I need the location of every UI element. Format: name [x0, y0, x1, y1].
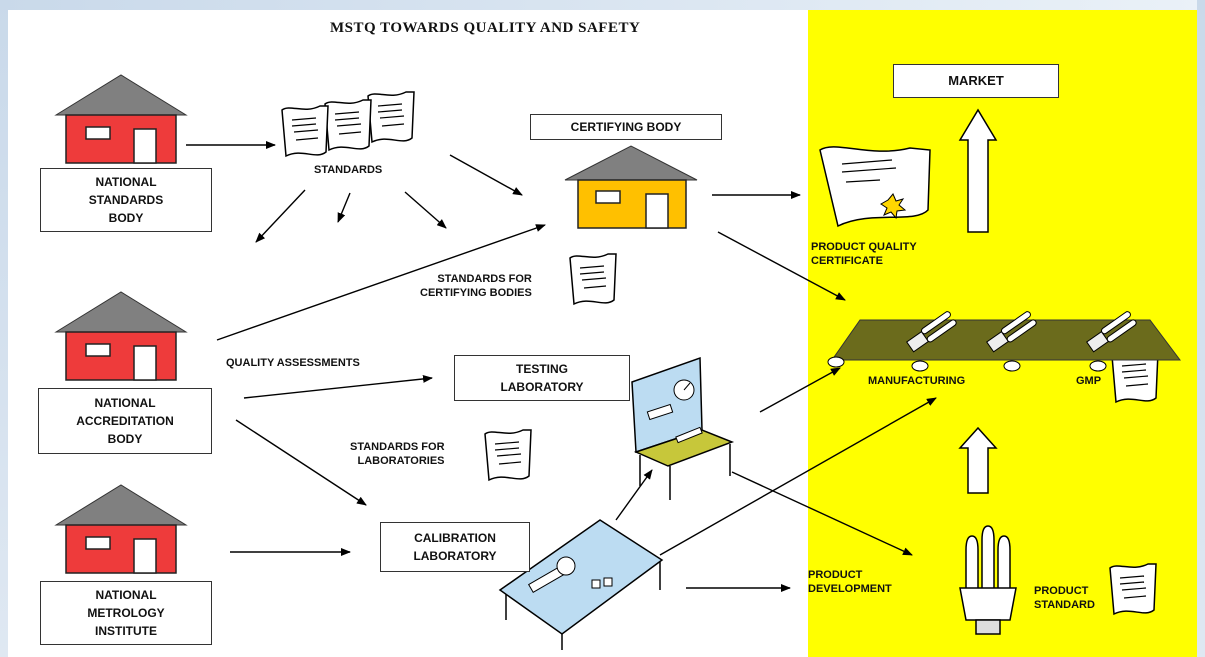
product-quality-certificate-label: PRODUCT QUALITY CERTIFICATE [811, 241, 917, 267]
calibration-laboratory-box: CALIBRATION LABORATORY [380, 522, 530, 572]
frame-right-border [1197, 0, 1205, 657]
standards-for-laboratories-label: STANDARDS FOR LABORATORIES [350, 441, 445, 467]
product-quality-certificate-icon [819, 146, 931, 228]
gmp-label: GMP [1076, 375, 1102, 387]
manufacturing-conveyor-icon [827, 311, 1181, 372]
national-standards-house-icon [55, 74, 187, 164]
flow-arrows [186, 141, 937, 592]
standards-for-certifying-bodies-label: STANDARDS FOR CERTIFYING BODIES [420, 273, 532, 299]
standards-for-laboratories-doc-icon [484, 429, 532, 481]
standards-label: STANDARDS [314, 164, 383, 176]
national-accreditation-body-box: NATIONAL ACCREDITATION BODY [38, 388, 212, 454]
cfl-lamp-icon [959, 525, 1017, 635]
quality-assessments-label: QUALITY ASSESSMENTS [226, 357, 360, 369]
manufacturing-up-arrow [958, 426, 998, 494]
market-up-arrow [958, 108, 998, 233]
testing-laboratory-box: TESTING LABORATORY [454, 355, 630, 401]
national-accreditation-house-icon [55, 291, 187, 381]
calibration-laboratory-bench-icon [498, 519, 664, 650]
testing-laboratory-bench-icon [631, 356, 735, 500]
frame-left-border [0, 0, 8, 657]
manufacturing-label: MANUFACTURING [868, 375, 966, 387]
frame-top-border [0, 0, 1205, 10]
national-metrology-house-icon [55, 484, 187, 574]
standards-documents-icon [281, 91, 415, 157]
certifying-body-house-icon [564, 145, 698, 229]
diagram-title: MSTQ TOWARDS QUALITY AND SAFETY [330, 20, 641, 36]
product-standard-doc-icon [1109, 563, 1157, 615]
product-standard-label: PRODUCT STANDARD [1034, 585, 1095, 611]
national-metrology-institute-box: NATIONAL METROLOGY INSTITUTE [40, 581, 212, 645]
certifying-body-box: CERTIFYING BODY [530, 114, 722, 140]
product-development-label: PRODUCT DEVELOPMENT [808, 569, 892, 595]
market-box: MARKET [893, 64, 1059, 98]
standards-for-certifying-bodies-doc-icon [569, 253, 617, 305]
national-standards-body-box: NATIONAL STANDARDS BODY [40, 168, 212, 232]
